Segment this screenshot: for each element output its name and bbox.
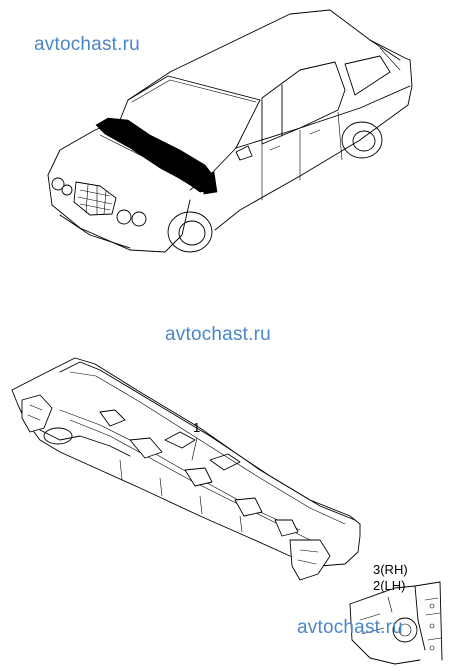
cowl-panel-part-1	[11, 357, 361, 581]
leader-line-part-2-3	[387, 596, 393, 613]
callout-part-1: 1	[193, 420, 201, 435]
side-bracket-parts-2-3	[349, 581, 443, 665]
callout-part-2-lh: 2(LH)	[373, 578, 406, 593]
car-body	[47, 9, 413, 253]
leader-line-part-1	[191, 437, 198, 461]
watermark-middle: avtochast.ru	[165, 324, 271, 345]
watermark-top: avtochast.ru	[34, 34, 140, 55]
callout-part-3-rh: 3(RH)	[373, 562, 408, 577]
watermark-bottom: avtochast.ru	[297, 617, 403, 638]
